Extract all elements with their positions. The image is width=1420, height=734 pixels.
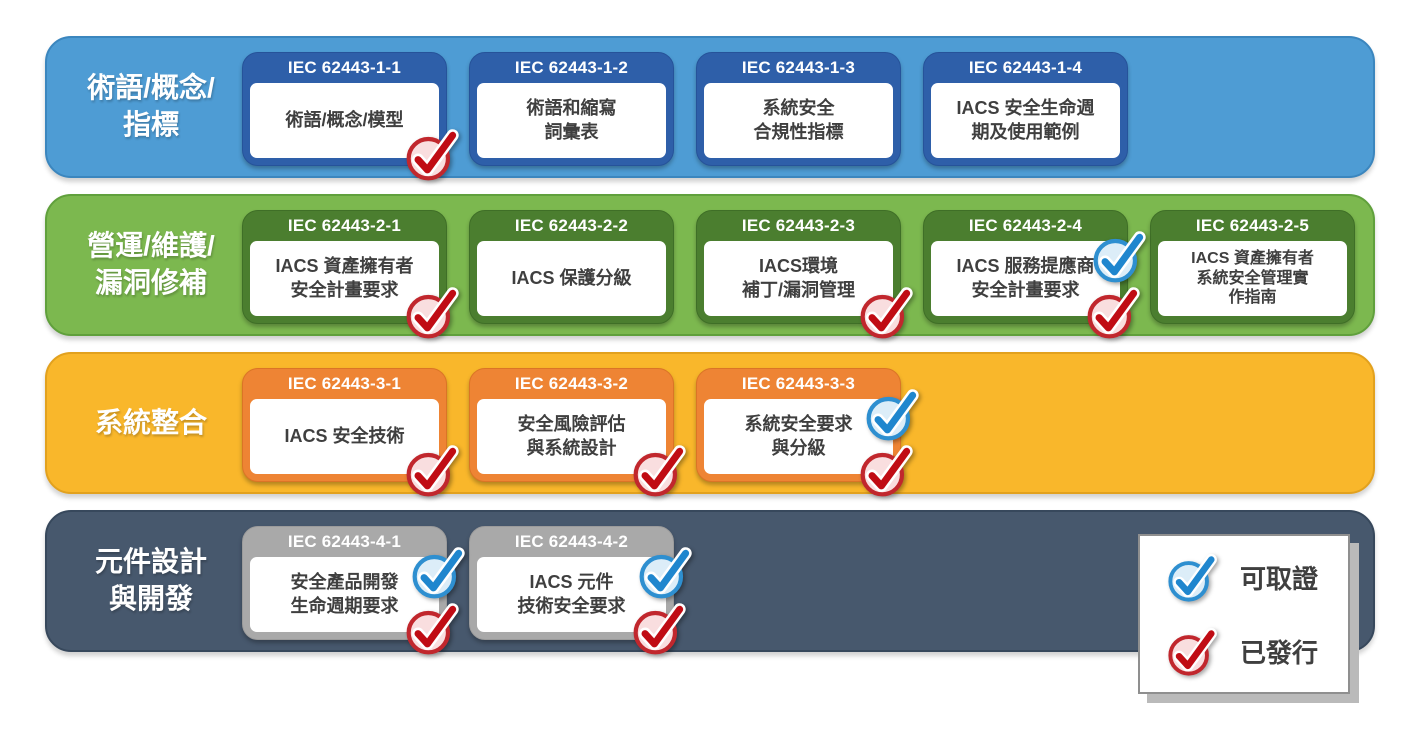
card-body: IACS 安全生命週 期及使用範例 [931, 83, 1120, 158]
row-operations-maintenance: 營運/維護/ 漏洞修補 IEC 62443-2-1 IACS 資產擁有者 安全計… [45, 194, 1375, 339]
card-iec-62443-2-4: IEC 62443-2-4 IACS 服務提應商 安全計畫要求 [923, 210, 1146, 339]
published-check-icon [404, 599, 462, 657]
card-title: IACS 資產擁有者 安全計畫要求 [275, 256, 414, 300]
card-body: 安全風險評估 與系統設計 [477, 399, 666, 474]
card-code: IEC 62443-3-3 [741, 374, 856, 393]
card-title: 安全風險評估 與系統設計 [517, 414, 626, 458]
card-iec-62443-4-2: IEC 62443-4-2 IACS 元件 技術安全要求 [469, 526, 692, 655]
legend-label-certifiable: 可取證 [1240, 563, 1319, 594]
published-check-icon [1166, 624, 1220, 678]
card-code: IEC 62443-2-2 [514, 216, 629, 235]
card-title: 系統安全 合規性指標 [753, 98, 844, 142]
card-body: IACS 元件 技術安全要求 [477, 557, 666, 632]
card-title: IACS 服務提應商 安全計畫要求 [956, 256, 1095, 300]
published-check-icon [404, 283, 462, 341]
card-code: IEC 62443-3-1 [287, 374, 402, 393]
card-body: IACS 資產擁有者 系統安全管理實 作指南 [1158, 241, 1347, 316]
row-system-integration: 系統整合 IEC 62443-3-1 IACS 安全技術 IEC 62443-3… [45, 352, 1375, 497]
card-code: IEC 62443-2-4 [968, 216, 1083, 235]
published-check-icon [631, 441, 689, 499]
certifiable-check-icon [410, 543, 468, 601]
card-title: IACS環境 補丁/漏洞管理 [741, 256, 855, 300]
published-check-icon [858, 283, 916, 341]
card-title: 系統安全要求 與分級 [744, 414, 853, 458]
row-label: 元件設計 與開發 [94, 546, 207, 614]
card-iec-62443-2-2: IEC 62443-2-2 IACS 保護分級 [469, 210, 674, 324]
published-check-icon [404, 125, 462, 183]
card-body: IACS 保護分級 [477, 241, 666, 316]
card-iec-62443-2-1: IEC 62443-2-1 IACS 資產擁有者 安全計畫要求 [242, 210, 459, 339]
published-check-icon [631, 599, 689, 657]
card-code: IEC 62443-1-2 [514, 58, 629, 77]
card-code: IEC 62443-1-4 [968, 58, 1083, 77]
card-title: IACS 安全生命週 期及使用範例 [956, 98, 1095, 142]
certifiable-check-icon [1091, 227, 1149, 285]
card-iec-62443-3-1: IEC 62443-3-1 IACS 安全技術 [242, 368, 459, 497]
card-body: IACS環境 補丁/漏洞管理 [704, 241, 893, 316]
certifiable-check-icon [637, 543, 695, 601]
row-terms-concepts: 術語/概念/ 指標 IEC 62443-1-1 術語/概念/模型 IEC 624… [45, 36, 1375, 181]
card-body: IACS 資產擁有者 安全計畫要求 [250, 241, 439, 316]
card-iec-62443-1-4: IEC 62443-1-4 IACS 安全生命週 期及使用範例 [923, 52, 1128, 166]
certifiable-check-icon [864, 385, 922, 443]
card-iec-62443-1-2: IEC 62443-1-2 術語和縮寫 詞彙表 [469, 52, 674, 166]
card-title: 安全產品開發 生命週期要求 [290, 572, 399, 616]
published-check-icon [858, 441, 916, 499]
legend-row-published: 已發行 [1166, 624, 1348, 678]
published-check-icon [1085, 283, 1143, 341]
card-body: 術語/概念/模型 [250, 83, 439, 158]
card-body: IACS 安全技術 [250, 399, 439, 474]
card-body: 術語和縮寫 詞彙表 [477, 83, 666, 158]
card-title: 術語/概念/模型 [285, 109, 404, 130]
legend: 可取證 已發行 [1138, 534, 1350, 694]
legend-label-published: 已發行 [1240, 637, 1319, 668]
published-check-icon [404, 441, 462, 499]
card-code: IEC 62443-2-3 [741, 216, 856, 235]
card-code: IEC 62443-3-2 [514, 374, 629, 393]
card-title: IACS 安全技術 [284, 425, 405, 446]
card-title: IACS 元件 技術安全要求 [517, 572, 626, 616]
card-iec-62443-3-3: IEC 62443-3-3 系統安全要求 與分級 [696, 368, 919, 497]
card-body: 安全產品開發 生命週期要求 [250, 557, 439, 632]
card-code: IEC 62443-4-1 [287, 532, 402, 551]
card-title: 術語和縮寫 詞彙表 [526, 98, 617, 142]
card-title: IACS 資產擁有者 系統安全管理實 作指南 [1191, 250, 1314, 307]
card-code: IEC 62443-1-3 [741, 58, 856, 77]
card-iec-62443-1-3: IEC 62443-1-3 系統安全 合規性指標 [696, 52, 901, 166]
row-label: 系統整合 [94, 406, 207, 438]
card-iec-62443-3-2: IEC 62443-3-2 安全風險評估 與系統設計 [469, 368, 686, 497]
card-iec-62443-2-3: IEC 62443-2-3 IACS環境 補丁/漏洞管理 [696, 210, 913, 339]
card-code: IEC 62443-1-1 [287, 58, 402, 77]
card-title: IACS 保護分級 [511, 267, 632, 288]
card-code: IEC 62443-2-1 [287, 216, 402, 235]
card-iec-62443-1-1: IEC 62443-1-1 術語/概念/模型 [242, 52, 459, 181]
row-label: 營運/維護/ 漏洞修補 [87, 230, 215, 298]
legend-row-certifiable: 可取證 [1166, 550, 1348, 604]
card-iec-62443-4-1: IEC 62443-4-1 安全產品開發 生命週期要求 [242, 526, 465, 655]
card-code: IEC 62443-4-2 [514, 532, 629, 551]
card-iec-62443-2-5: IEC 62443-2-5 IACS 資產擁有者 系統安全管理實 作指南 [1150, 210, 1355, 324]
row-label: 術語/概念/ 指標 [87, 72, 215, 140]
card-code: IEC 62443-2-5 [1195, 216, 1310, 235]
card-body: 系統安全 合規性指標 [704, 83, 893, 158]
card-body: 系統安全要求 與分級 [704, 399, 893, 474]
certifiable-check-icon [1166, 550, 1220, 604]
card-body: IACS 服務提應商 安全計畫要求 [931, 241, 1120, 316]
